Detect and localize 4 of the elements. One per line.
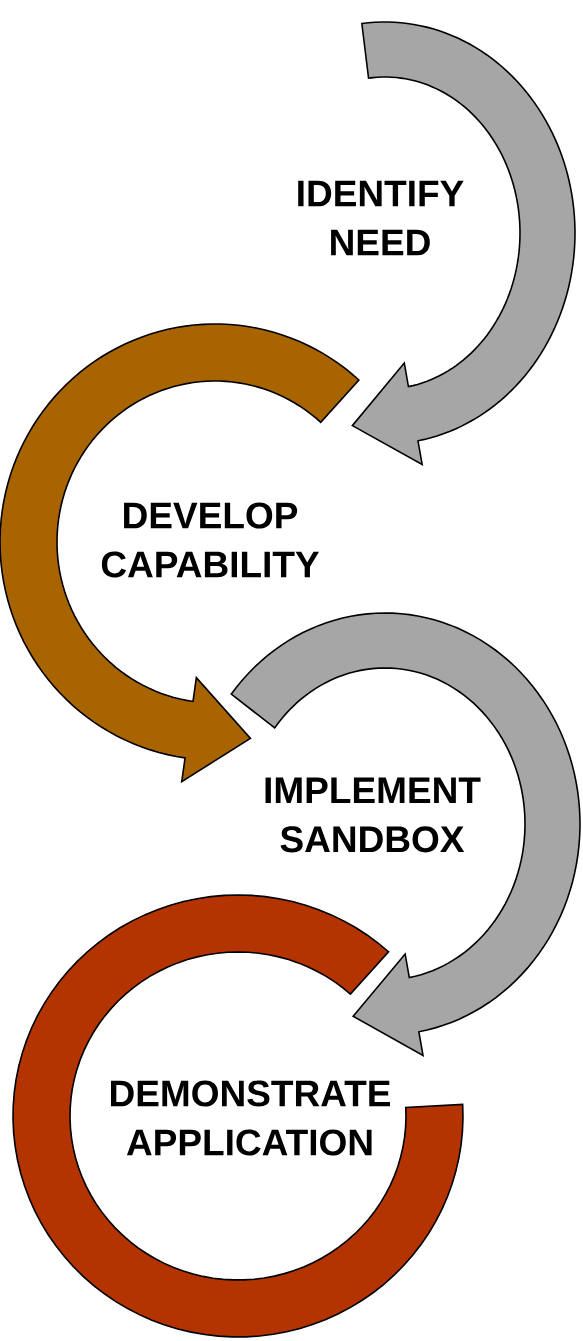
stage-label: IMPLEMENT SANDBOX — [265, 777, 481, 853]
stage-label: DEVELOP CAPABILITY — [101, 502, 319, 578]
stage-label: DEMONSTRATE APPLICATION — [111, 1080, 391, 1156]
stage-label: IDENTIFY NEED — [298, 180, 464, 256]
